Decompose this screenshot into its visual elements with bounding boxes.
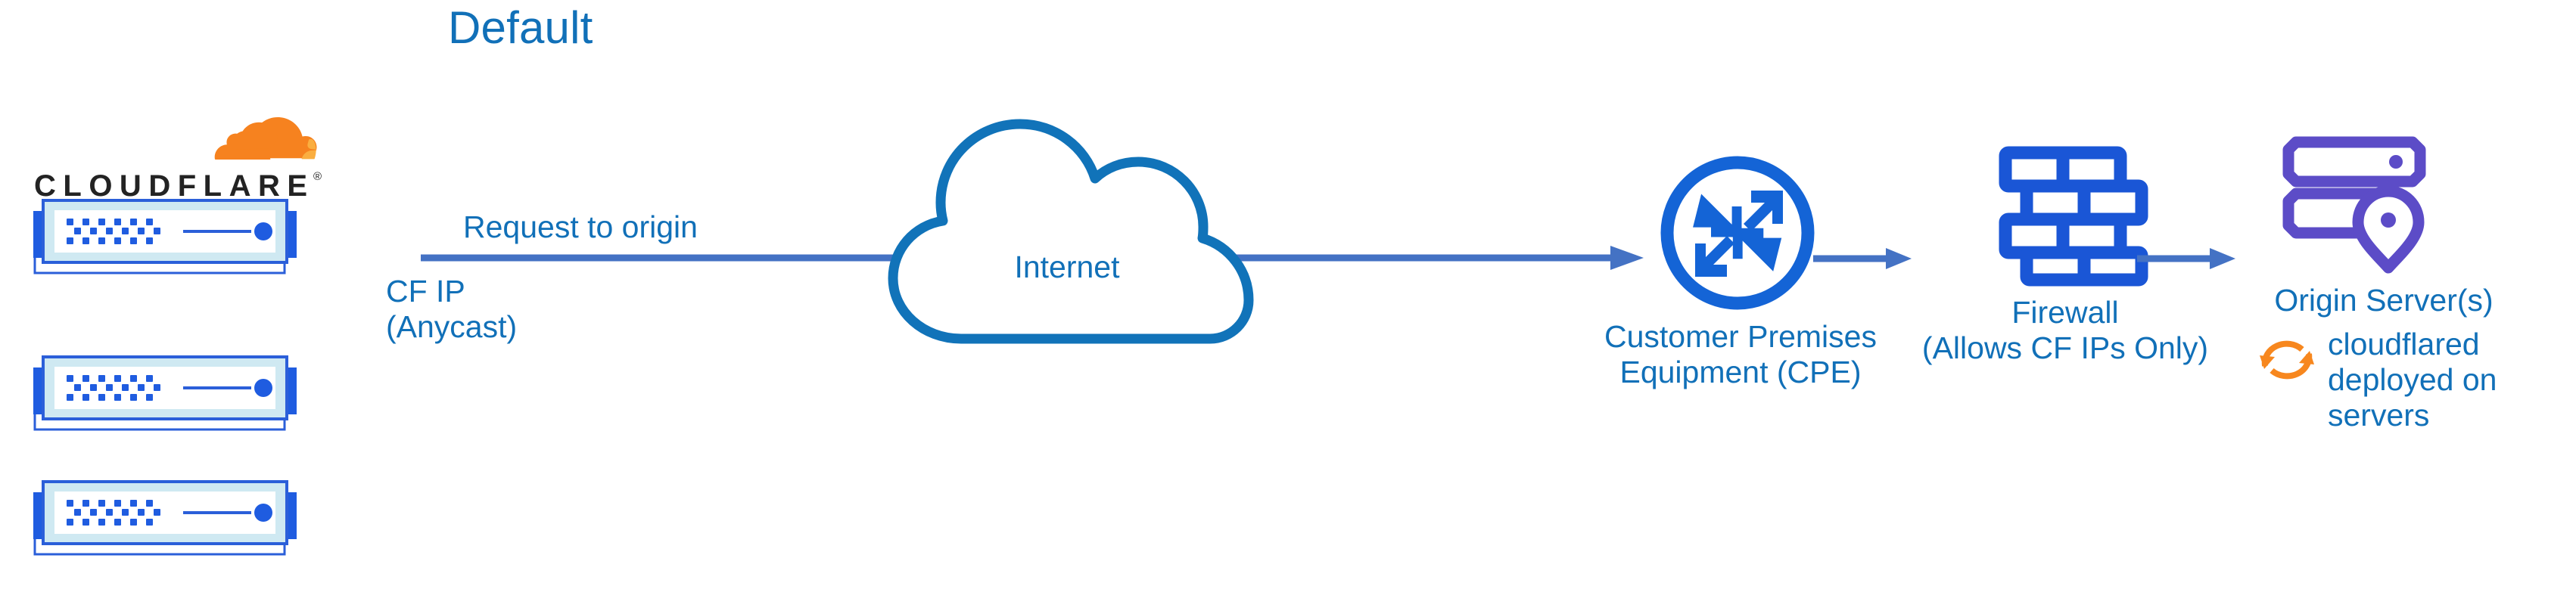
internet-cloud-group: Internet [848, 112, 1286, 346]
cpe-label-line1: Customer Premises [1604, 319, 1877, 354]
cloudflare-wordmark: CLOUDFLARE ® [34, 170, 337, 202]
internet-cloud-label: Internet [1014, 250, 1120, 284]
label-cf-ip-line1: CF IP [386, 274, 465, 309]
node-origin: Origin Server(s) cloudflared deployed on… [2255, 135, 2573, 467]
router-four-arrows-icon [1656, 151, 1819, 315]
cloudflare-cloud-mark-icon [192, 106, 336, 171]
label-request-to-origin: Request to origin [463, 209, 698, 244]
arrow-cpe-to-firewall [1813, 243, 1913, 274]
cpe-label: Customer Premises Equipment (CPE) [1582, 319, 1899, 390]
cloudflared-text: cloudflared deployed on servers [2328, 327, 2555, 433]
cpe-label-line2: Equipment (CPE) [1619, 355, 1862, 389]
cloudflare-wordmark-text: CLOUDFLARE [34, 169, 315, 203]
server-appliance-icon [23, 348, 306, 439]
label-cf-ip-line2: (Anycast) [386, 309, 518, 344]
cloudflared-text-line2: deployed on [2328, 362, 2497, 397]
server-stack-location-pin-icon [2278, 135, 2429, 278]
cloudflared-text-line1: cloudflared [2328, 327, 2480, 361]
cloudflared-note: cloudflared deployed on servers [2255, 327, 2573, 458]
label-cf-ip: CF IP (Anycast) [386, 274, 517, 345]
node-cpe: Customer Premises Equipment (CPE) [1589, 151, 1892, 393]
server-appliance-icon [23, 191, 306, 282]
internet-cloud-outline-icon [888, 119, 1254, 344]
arrow-firewall-to-origin [2137, 243, 2237, 274]
cloudflare-logo: CLOUDFLARE ® [17, 106, 334, 204]
node-firewall: Firewall (Allows CF IPs Only) [1907, 144, 2225, 386]
server-appliance-icon [23, 473, 306, 563]
firewall-label-line1: Firewall [2011, 295, 2119, 330]
sync-arrows-icon [2255, 333, 2319, 387]
origin-label: Origin Server(s) [2274, 283, 2494, 318]
firewall-label: Firewall (Allows CF IPs Only) [1902, 295, 2228, 366]
page-title: Default [448, 2, 593, 53]
cloudflared-text-line3: servers [2328, 398, 2430, 433]
registered-mark: ® [313, 170, 322, 183]
brick-wall-firewall-icon [1998, 144, 2149, 287]
firewall-label-line2: (Allows CF IPs Only) [1921, 330, 2209, 365]
